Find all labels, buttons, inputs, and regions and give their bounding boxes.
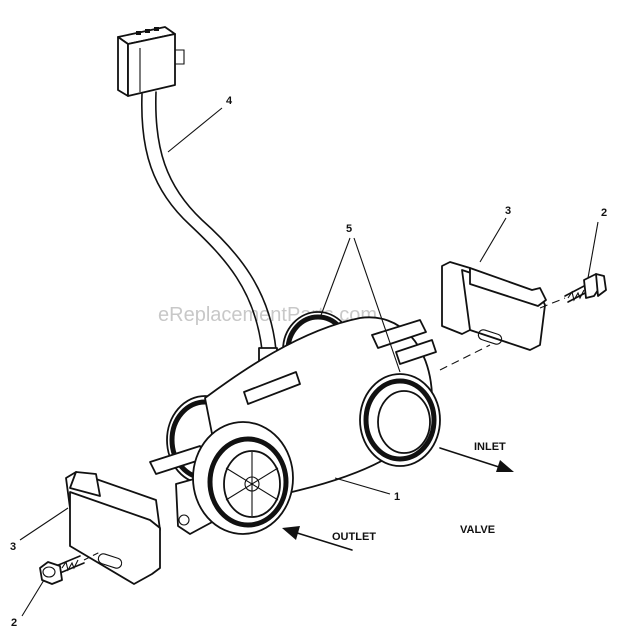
screw-right bbox=[564, 273, 607, 303]
outlet-arrow bbox=[282, 526, 353, 551]
inlet-label: INLET bbox=[474, 441, 506, 453]
callout-wire-harness: 4 bbox=[226, 95, 233, 107]
assembly-lines bbox=[83, 297, 566, 561]
callout-valve-housing: 1 bbox=[394, 491, 400, 503]
mounting-clip-left bbox=[65, 471, 161, 585]
callout-clip-right: 3 bbox=[505, 205, 511, 217]
callout-screw-right: 2 bbox=[601, 207, 607, 219]
inlet-arrow bbox=[439, 447, 514, 472]
callout-clip-left: 3 bbox=[10, 541, 16, 553]
part-name-label: VALVE bbox=[460, 524, 495, 536]
connector-plug bbox=[117, 26, 185, 97]
outlet-label: OUTLET bbox=[332, 531, 376, 543]
wire-harness bbox=[117, 26, 278, 369]
mounting-clip-right bbox=[441, 261, 547, 351]
callout-o-rings: 5 bbox=[346, 223, 352, 235]
callout-screw-left: 2 bbox=[11, 617, 17, 629]
valve-housing bbox=[149, 311, 441, 535]
screw-left bbox=[39, 555, 85, 585]
leader-lines bbox=[19, 107, 599, 617]
turbine-wheel bbox=[225, 452, 279, 516]
